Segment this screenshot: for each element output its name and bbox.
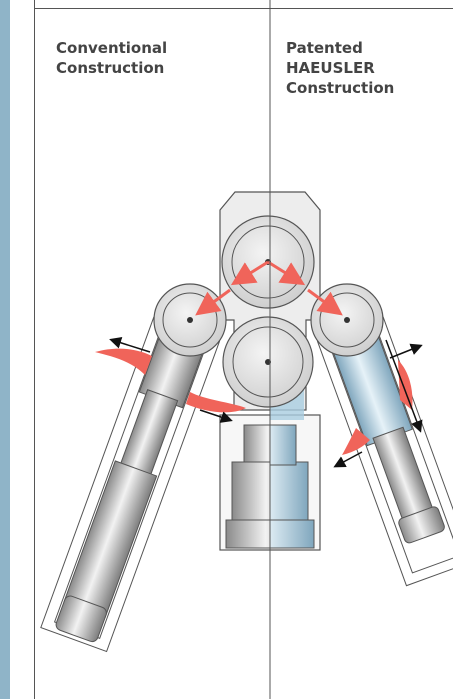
top-rule <box>34 8 453 9</box>
left-roll <box>153 283 227 357</box>
reaction-arrows <box>109 336 423 468</box>
lower-roll <box>222 316 314 408</box>
diagram-frame <box>34 0 453 699</box>
roll-force-arrows <box>195 260 343 316</box>
right-roll <box>310 283 384 357</box>
label-haeusler: Patented HAEUSLER Construction <box>286 39 395 97</box>
label-conventional: Conventional Construction <box>56 39 168 77</box>
force-shapes <box>95 348 413 455</box>
accent-bar <box>0 0 10 699</box>
